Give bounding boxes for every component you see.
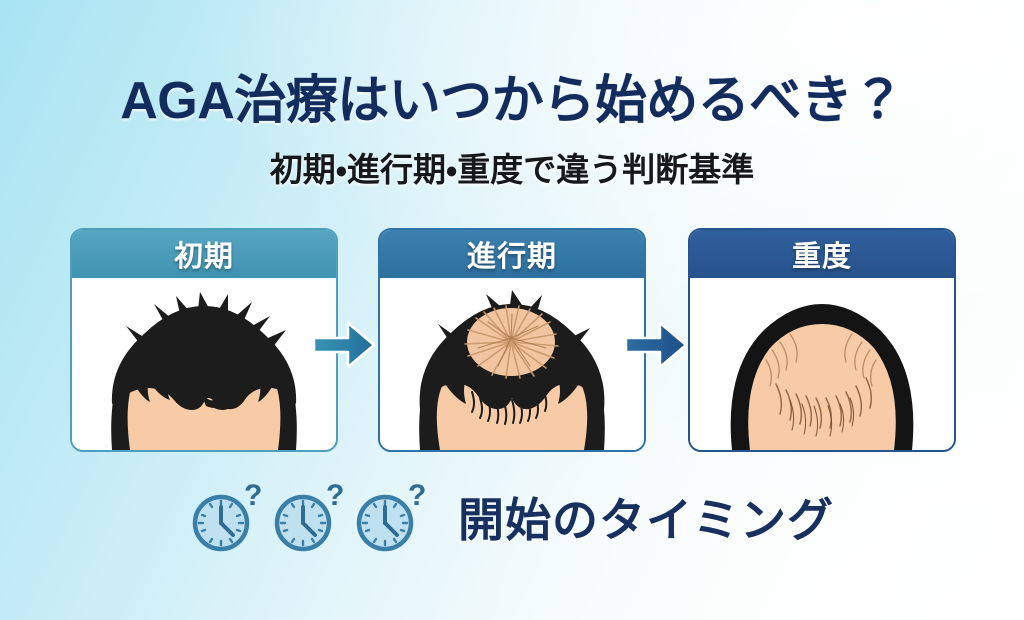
- page-title: AGA治療はいつから始めるべき？: [120, 72, 904, 130]
- clock-question-3-icon: ?: [356, 479, 426, 552]
- svg-text:?: ?: [408, 479, 426, 512]
- stage-card-severe: 重度: [688, 228, 956, 452]
- stage-card-header-severe: 重度: [690, 230, 954, 278]
- stage-illustration-progressing: [380, 278, 644, 450]
- svg-text:?: ?: [244, 479, 262, 512]
- stage-card-header-progressing: 進行期: [380, 230, 644, 278]
- head-early-icon: [111, 292, 297, 450]
- clock-question-2-icon: ?: [274, 479, 344, 552]
- stage-illustration-severe: [690, 278, 954, 450]
- head-severe-icon: [730, 304, 914, 450]
- svg-text:?: ?: [326, 479, 344, 512]
- stage-card-early: 初期: [70, 228, 338, 452]
- stage-card-header-early: 初期: [72, 230, 336, 278]
- stage-card-progressing: 進行期: [378, 228, 646, 452]
- timing-callout: ? ?: [0, 472, 1024, 562]
- timing-label: 開始のタイミング: [458, 494, 834, 546]
- arrow-progressing-to-severe-icon: [624, 321, 688, 369]
- arrow-early-to-progressing-icon: [312, 321, 376, 369]
- stage-illustration-early: [72, 278, 336, 450]
- clock-question-1-icon: ?: [192, 479, 262, 552]
- head-progressing-icon: [419, 290, 605, 450]
- page-subtitle: 初期・進行期・重度で違う判断基準: [269, 151, 755, 188]
